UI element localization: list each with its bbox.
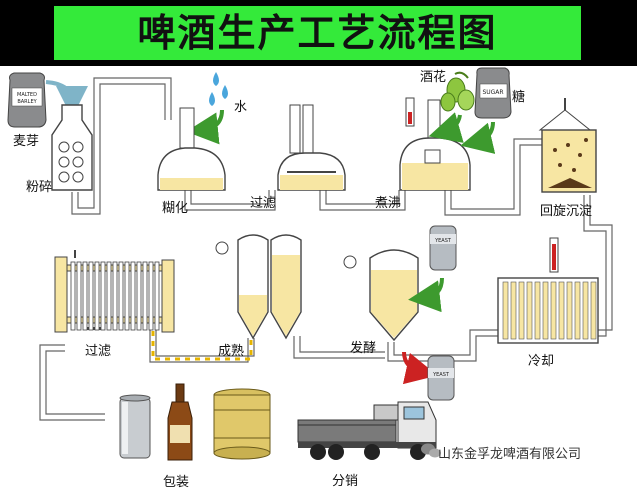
filter-plate xyxy=(88,261,94,331)
filter-plates xyxy=(70,261,160,331)
yeast-text-bottom: YEAST xyxy=(432,372,450,378)
whirlpool-tank-icon xyxy=(538,98,597,193)
filter-plate xyxy=(124,261,130,331)
truck-icon xyxy=(297,401,437,460)
filter-plate xyxy=(76,261,82,331)
wechat-logo-icon xyxy=(421,443,441,458)
cooler-fin xyxy=(550,281,557,340)
label-distribute: 分销 xyxy=(332,474,359,489)
label-malt: 麦芽 xyxy=(13,134,40,149)
filter-plate xyxy=(94,261,100,331)
cooler-fin xyxy=(590,281,597,340)
cooler-fin xyxy=(510,281,517,340)
title-banner-green xyxy=(54,6,581,60)
label-whirlpool: 回旋沉淀 xyxy=(540,204,593,219)
label-boil: 煮沸 xyxy=(375,196,402,211)
filter-plate xyxy=(148,261,154,331)
hops-icon xyxy=(440,71,475,112)
beer-bottle-icon xyxy=(167,383,193,461)
cooler-fin xyxy=(574,281,581,340)
yeast-can-bottom-icon xyxy=(427,355,455,401)
label-mash: 糊化 xyxy=(162,201,189,216)
label-crush: 粉碎 xyxy=(26,180,53,195)
cooler-fin xyxy=(526,281,533,340)
sugar-arrow xyxy=(460,121,496,154)
filter-plate xyxy=(118,261,124,331)
filter-plate xyxy=(142,261,148,331)
filter-plate xyxy=(82,261,88,331)
cooler-fin xyxy=(566,281,573,340)
cooler-fin xyxy=(518,281,525,340)
mash-tun-icon xyxy=(157,107,226,191)
keg-icon xyxy=(213,388,271,460)
label-filter-2: 过滤 xyxy=(85,344,112,359)
cooler-fin xyxy=(542,281,549,340)
cooler-fin xyxy=(502,281,509,340)
malt-sack-icon xyxy=(7,72,47,128)
label-ferment: 发酵 xyxy=(350,341,377,356)
filter-plate xyxy=(136,261,142,331)
label-mature: 成熟 xyxy=(218,344,245,359)
label-hops: 酒花 xyxy=(420,70,447,85)
boil-kettle-icon xyxy=(399,97,471,191)
transfer-flow xyxy=(151,326,253,361)
filter-plate xyxy=(154,261,160,331)
filter-plate xyxy=(130,261,136,331)
filter-plate xyxy=(100,261,106,331)
cooler-fins xyxy=(502,281,597,340)
page-title: 啤酒生产工艺流程图 xyxy=(137,11,498,55)
cooler-fin xyxy=(582,281,589,340)
cooler-fin xyxy=(534,281,541,340)
sugar-sack-icon xyxy=(474,67,512,119)
malt-arrow xyxy=(45,80,88,118)
water-drops-icon xyxy=(209,72,228,106)
company-name: 山东金孚龙啤酒有限公司 xyxy=(438,447,582,462)
label-cool: 冷却 xyxy=(528,354,555,369)
label-sugar: 糖 xyxy=(512,90,526,105)
yeast-out-arrow xyxy=(402,351,438,385)
malt-sack-text: MALTED xyxy=(17,92,37,98)
yeast-can-top-icon xyxy=(429,225,457,271)
beer-can-icon xyxy=(119,394,151,459)
filter-plate xyxy=(106,261,112,331)
yeast-text-top: YEAST xyxy=(434,238,452,244)
label-filter-1: 过滤 xyxy=(250,196,277,211)
lauter-tun-icon xyxy=(277,104,346,191)
filter-plate xyxy=(112,261,118,331)
cooler-fin xyxy=(558,281,565,340)
filter-plate xyxy=(70,261,76,331)
svg-text:BARLEY: BARLEY xyxy=(17,99,37,105)
label-package: 包装 xyxy=(163,475,190,490)
crusher-icon xyxy=(51,104,93,191)
hops-arrow xyxy=(428,112,464,143)
label-water: 水 xyxy=(234,100,248,115)
water-arrow xyxy=(186,109,224,145)
sugar-sack-text: SUGAR xyxy=(482,89,503,96)
fermenter-icon xyxy=(343,249,419,342)
pipes xyxy=(39,77,613,421)
maturation-tanks-icon xyxy=(215,234,302,340)
yeast-in-arrow xyxy=(408,277,444,313)
